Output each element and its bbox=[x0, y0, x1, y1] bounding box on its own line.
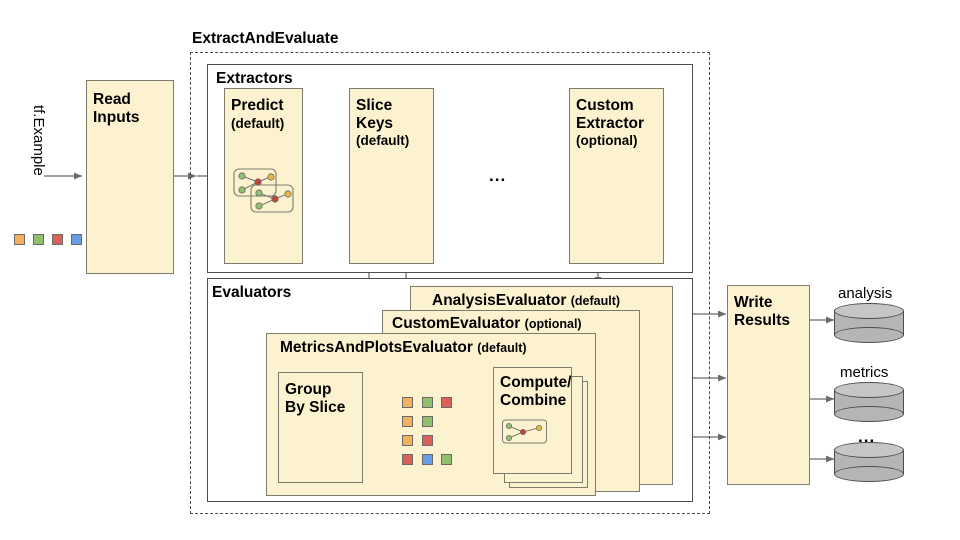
analysis-evaluator-name: AnalysisEvaluator bbox=[432, 292, 567, 309]
swatch-green bbox=[33, 234, 44, 245]
panel-evaluators-label: Evaluators bbox=[212, 284, 292, 301]
slice-swatch bbox=[402, 435, 413, 446]
card-custom-evaluator-label: CustomEvaluator (optional) bbox=[392, 315, 582, 333]
compute-graph-icon bbox=[502, 419, 547, 444]
model-graph-icon bbox=[233, 168, 294, 213]
output-label-analysis: analysis bbox=[838, 285, 893, 302]
group-extract-and-evaluate bbox=[190, 52, 710, 514]
slice-swatch bbox=[402, 454, 413, 465]
db-other-top bbox=[834, 442, 904, 458]
slice-swatch bbox=[421, 454, 433, 465]
card-metrics-evaluator-label: MetricsAndPlotsEvaluator (default) bbox=[280, 339, 527, 357]
db-analysis-bottom bbox=[834, 327, 904, 343]
group-label-extract-and-evaluate: ExtractAndEvaluate bbox=[192, 30, 339, 47]
swatch-orange bbox=[14, 234, 25, 245]
extractors-ellipsis: ... bbox=[489, 166, 507, 185]
panel-extractors-label: Extractors bbox=[216, 70, 293, 87]
db-other-bottom bbox=[834, 466, 904, 482]
output-label-metrics: metrics bbox=[840, 364, 889, 381]
input-label: tf.Example bbox=[30, 105, 47, 176]
swatch-blue bbox=[71, 234, 82, 245]
custom-evaluator-qualifier: (optional) bbox=[524, 317, 582, 331]
node-predict[interactable]: Predict(default) bbox=[224, 88, 303, 264]
node-predict-label: Predict(default) bbox=[231, 97, 285, 131]
node-compute-combine-label: Compute/Combine bbox=[500, 374, 572, 409]
slice-swatch bbox=[402, 397, 413, 408]
metrics-evaluator-name: MetricsAndPlotsEvaluator bbox=[280, 339, 473, 356]
node-compute-combine[interactable]: Compute/Combine bbox=[493, 367, 572, 474]
slice-swatch bbox=[421, 435, 433, 446]
db-metrics-bottom bbox=[834, 406, 904, 422]
metrics-evaluator-qualifier: (default) bbox=[477, 341, 527, 355]
slice-swatch bbox=[441, 397, 452, 408]
slice-swatch bbox=[421, 397, 433, 408]
db-metrics-top bbox=[834, 382, 904, 398]
db-metrics[interactable] bbox=[834, 382, 904, 422]
db-other[interactable] bbox=[834, 442, 904, 482]
db-analysis[interactable] bbox=[834, 303, 904, 343]
slice-swatch bbox=[402, 416, 413, 427]
analysis-evaluator-qualifier: (default) bbox=[570, 294, 621, 308]
slice-swatch bbox=[441, 454, 452, 465]
slice-swatch bbox=[421, 416, 433, 427]
db-analysis-top bbox=[834, 303, 904, 319]
card-analysis-evaluator-label: AnalysisEvaluator (default) bbox=[432, 292, 620, 310]
custom-evaluator-name: CustomEvaluator bbox=[392, 315, 521, 332]
swatch-red bbox=[52, 234, 63, 245]
